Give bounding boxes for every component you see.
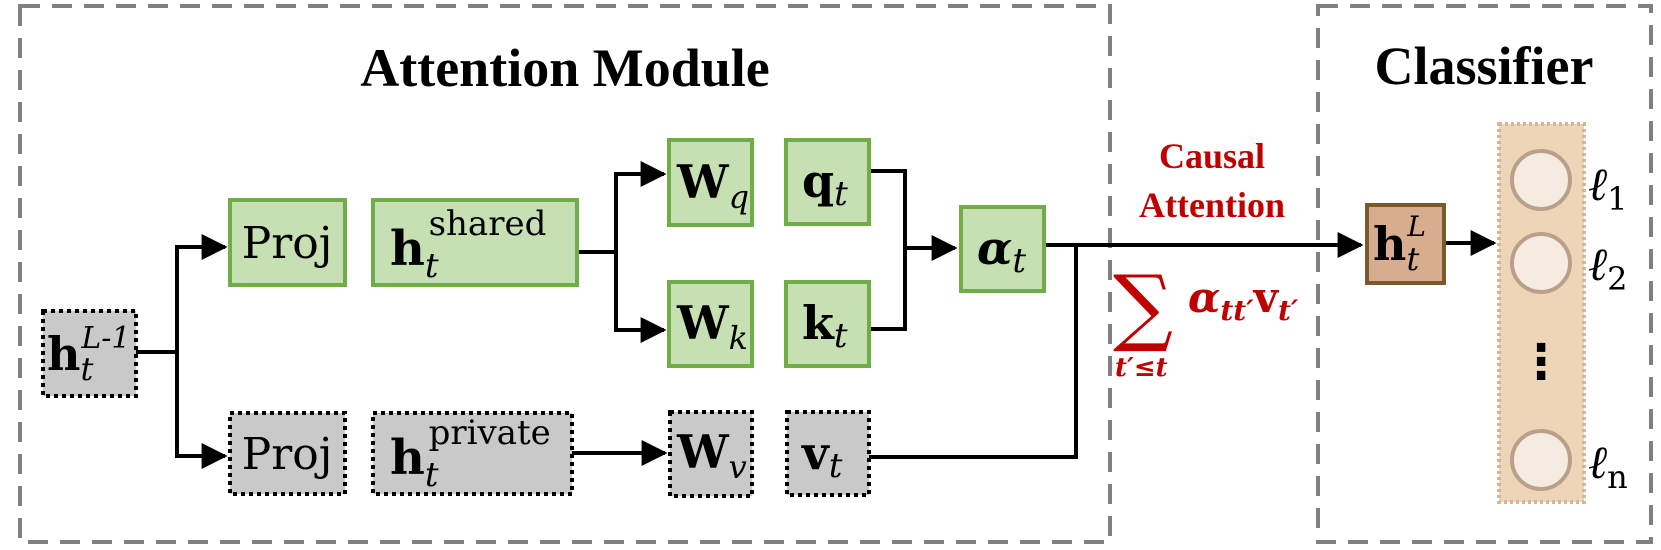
svg-text:kt: kt: [802, 296, 848, 356]
value-node: vt: [785, 410, 871, 497]
svg-text:αtt′vt′: αtt′vt′: [1188, 273, 1299, 327]
wv-node: Wv: [668, 410, 754, 498]
wq-node: Wq: [667, 138, 754, 227]
svg-text:Wv: Wv: [676, 425, 747, 486]
input-hidden-state-node: htL-1: [41, 309, 138, 398]
svg-text:t′≤t: t′≤t: [1115, 353, 1168, 383]
svg-text:htprivate: htprivate: [390, 413, 551, 495]
class-label-n: ℓn: [1588, 435, 1628, 496]
svg-text:htL: htL: [1373, 210, 1426, 278]
alpha-node: αt: [959, 205, 1046, 293]
causal-sum-formula: ∑ t′≤t αtt′vt′: [1113, 257, 1299, 383]
svg-text:Wq: Wq: [676, 155, 749, 216]
h-shared-node: htshared: [371, 198, 579, 287]
classifier-panel: [1316, 4, 1653, 544]
svg-text:ℓn: ℓn: [1588, 435, 1628, 496]
class-label-2: ℓ2: [1588, 237, 1628, 298]
proj-private-node: Proj: [228, 411, 347, 496]
ellipsis: ⋮: [1517, 334, 1565, 390]
svg-text:ℓ2: ℓ2: [1588, 237, 1628, 298]
svg-text:∑: ∑: [1113, 257, 1173, 355]
svg-text:htL-1: htL-1: [47, 321, 130, 388]
svg-text:vt: vt: [801, 426, 843, 486]
attention-module-title: Attention Module: [360, 38, 769, 98]
classifier-title: Classifier: [1375, 36, 1594, 96]
svg-text:qt: qt: [802, 154, 848, 214]
key-node: kt: [784, 280, 871, 368]
svg-text:Proj: Proj: [242, 218, 333, 269]
class-neuron-2: [1510, 232, 1572, 294]
attention-module-panel: [18, 4, 1112, 544]
class-label-1: ℓ1: [1588, 157, 1628, 218]
svg-text:ℓ1: ℓ1: [1588, 157, 1628, 218]
connectors: [136, 161, 1497, 469]
class-neuron-1: [1510, 149, 1572, 211]
h-private-node: htprivate: [371, 411, 574, 496]
svg-text:htshared: htshared: [390, 204, 546, 286]
svg-text:αt: αt: [977, 221, 1026, 281]
classifier-layer: ⋮: [1497, 122, 1586, 504]
class-neuron-n: [1510, 429, 1572, 491]
causal-attention-label: Causal Attention: [1139, 136, 1285, 225]
svg-text:Causal: Causal: [1159, 136, 1265, 176]
proj-shared-node: Proj: [228, 198, 347, 287]
svg-text:Wk: Wk: [676, 296, 748, 357]
svg-text:Attention: Attention: [1139, 185, 1285, 225]
wk-node: Wk: [667, 280, 754, 368]
output-hidden-state-node: htL: [1365, 203, 1446, 285]
svg-text:Proj: Proj: [242, 429, 333, 480]
query-node: qt: [784, 138, 871, 226]
